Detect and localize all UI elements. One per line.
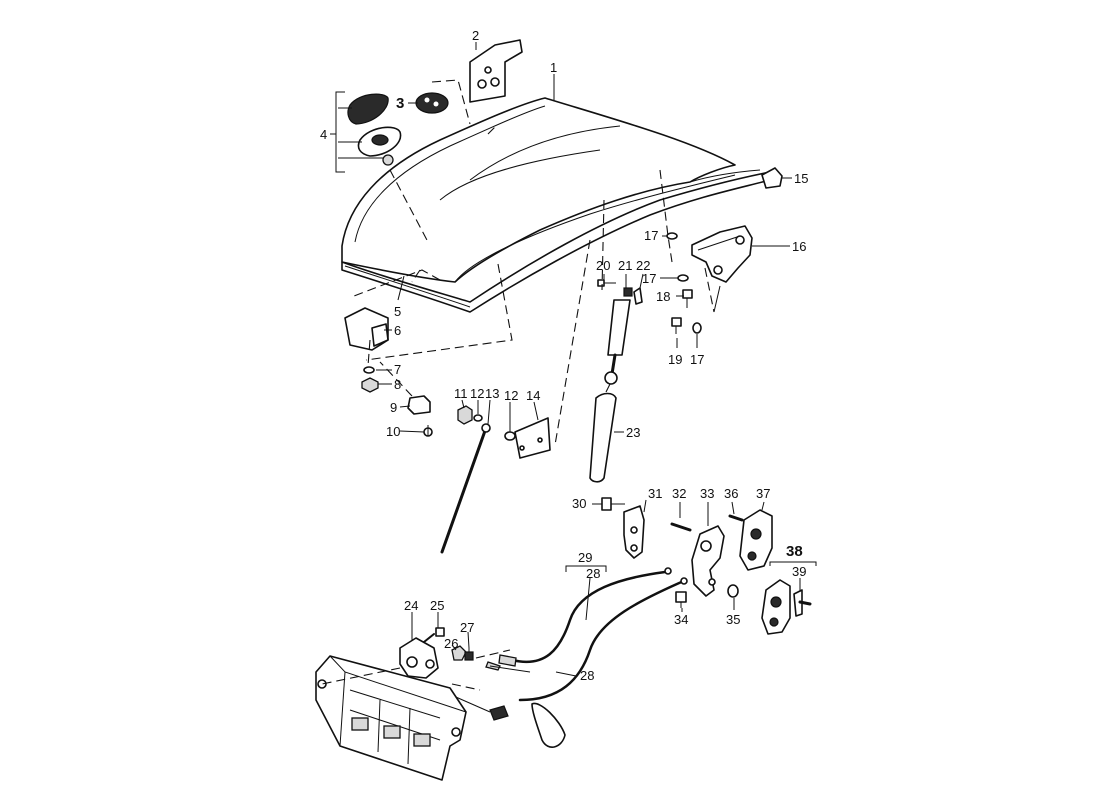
assembly-lines: [321, 79, 715, 691]
callout-5: 5: [394, 304, 401, 319]
callout-12a: 12: [470, 386, 484, 401]
prop-rod: [440, 405, 551, 554]
washer: [692, 322, 702, 334]
callout-17c: 17: [690, 352, 704, 367]
callout-6: 6: [394, 323, 401, 338]
callout-13: 13: [485, 386, 499, 401]
lock-housing: [691, 525, 725, 597]
bolt: [675, 591, 687, 608]
bolt: [423, 627, 445, 643]
callout-35: 35: [726, 612, 740, 627]
lock-latch: [739, 509, 773, 571]
callout-25: 25: [430, 598, 444, 613]
callout-33: 33: [700, 486, 714, 501]
callout-39: 39: [792, 564, 806, 579]
callout-1: 1: [550, 60, 557, 75]
nut: [361, 377, 379, 393]
bolt: [671, 317, 682, 334]
callout-34: 34: [674, 612, 688, 627]
clip: [464, 648, 474, 661]
hood-lock-striker: [344, 307, 389, 351]
callout-18: 18: [656, 289, 670, 304]
callout-29: 29: [578, 550, 592, 565]
hinge-bracket: [469, 39, 523, 103]
callout-4: 4: [320, 127, 327, 142]
washer: [666, 232, 678, 240]
callout-21: 21: [618, 258, 632, 273]
callout-28a: 28: [586, 566, 600, 581]
badge-assembly: [347, 93, 402, 166]
gas-strut: [597, 279, 643, 385]
callout-11: 11: [454, 386, 468, 401]
release-cable: [485, 567, 688, 702]
callout-17b: 17: [642, 271, 656, 286]
strut-cover: [589, 392, 617, 483]
release-handle: [399, 637, 439, 679]
bolt: [601, 497, 625, 511]
callout-10: 10: [386, 424, 400, 439]
washer: [727, 584, 739, 598]
callout-3: 3: [396, 95, 404, 112]
hinge-cap: [761, 167, 783, 189]
callout-12b: 12: [504, 388, 518, 403]
callout-32: 32: [672, 486, 686, 501]
callout-31: 31: [648, 486, 662, 501]
callout-23: 23: [626, 425, 640, 440]
callout-2: 2: [472, 28, 479, 43]
callout-17a: 17: [644, 228, 658, 243]
washer: [363, 366, 375, 374]
callout-27: 27: [460, 620, 474, 635]
callout-37: 37: [756, 486, 770, 501]
pull-handle: [531, 702, 566, 748]
hood-hinge: [691, 225, 753, 283]
pin: [670, 522, 692, 532]
hood-panel: [341, 97, 771, 313]
pin: [728, 514, 744, 522]
callout-22: 22: [636, 258, 650, 273]
callout-9: 9: [390, 400, 397, 415]
leader-lines: [330, 42, 817, 677]
bolt: [682, 289, 693, 308]
bump-stop: [407, 395, 431, 415]
callout-8: 8: [394, 377, 401, 392]
washer: [677, 274, 689, 282]
callout-7: 7: [394, 362, 401, 377]
callout-28b: 28: [580, 668, 594, 683]
callout-16: 16: [792, 239, 806, 254]
lock-cylinder-assembly: [761, 579, 812, 635]
callout-36: 36: [724, 486, 738, 501]
callout-15: 15: [794, 171, 808, 186]
callout-38: 38: [786, 543, 803, 560]
callout-14: 14: [526, 388, 540, 403]
callout-26: 26: [444, 636, 458, 651]
callout-19: 19: [668, 352, 682, 367]
screw: [423, 425, 433, 437]
cross-member-panel: [315, 655, 467, 781]
callout-24: 24: [404, 598, 418, 613]
callout-labels: 2 1 3 4 5 6 7 8 9 10 11 12 13 12 14 15 1…: [320, 28, 808, 683]
callout-30: 30: [572, 496, 586, 511]
callout-20: 20: [596, 258, 610, 273]
crest-emblem: [415, 92, 449, 114]
